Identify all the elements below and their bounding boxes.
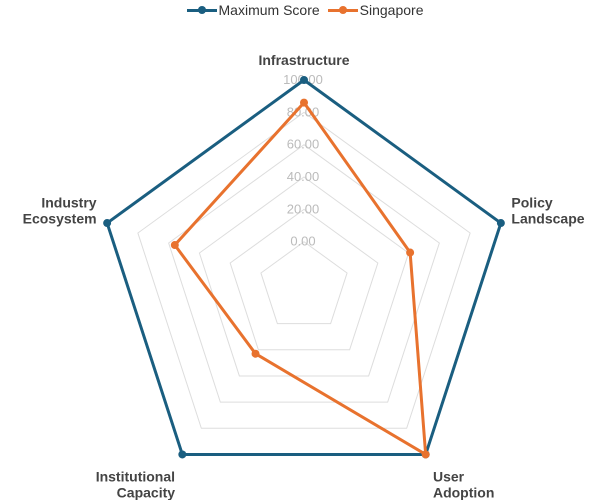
series-singapore [170,98,430,459]
tick-label: 80.00 [287,104,320,119]
grid-ring-1 [229,208,379,351]
grid-ring-2 [198,176,410,377]
series-line-singapore [173,101,428,456]
data-point-singapore-industry-ecosystem[interactable] [170,241,179,250]
radar-series [103,76,505,459]
data-point-maximum-score-infrastructure[interactable] [300,76,308,84]
data-point-maximum-score-institutional-capacity[interactable] [178,450,187,459]
series-line-maximum-score [105,78,503,456]
legend-swatch-maximum-score [186,3,217,17]
data-point-maximum-score-industry-ecosystem[interactable] [103,219,112,228]
series-maximum-score [103,76,505,459]
data-point-singapore-infrastructure[interactable] [300,98,308,107]
data-point-singapore-user-adoption[interactable] [421,450,430,459]
category-label-infrastructure: Infrastructure [258,52,349,68]
legend-item-maximum-score[interactable]: Maximum Score [186,2,320,18]
tick-label: 0.00 [290,234,315,249]
grid-ring-0 [260,241,348,325]
data-point-singapore-policy-landscape[interactable] [406,248,415,257]
legend-label-maximum-score: Maximum Score [218,2,320,18]
legend-swatch-singapore [327,3,358,17]
tick-label: 20.00 [287,201,320,216]
legend: Maximum Score Singapore [0,0,610,20]
tick-label: 60.00 [287,137,320,152]
data-point-singapore-institutional-capacity[interactable] [251,349,260,358]
legend-label-singapore: Singapore [359,2,424,18]
grid-ring-4 [137,111,471,429]
legend-item-singapore[interactable]: Singapore [327,2,424,18]
data-point-maximum-score-policy-landscape[interactable] [496,219,505,228]
tick-label: 40.00 [287,169,320,184]
